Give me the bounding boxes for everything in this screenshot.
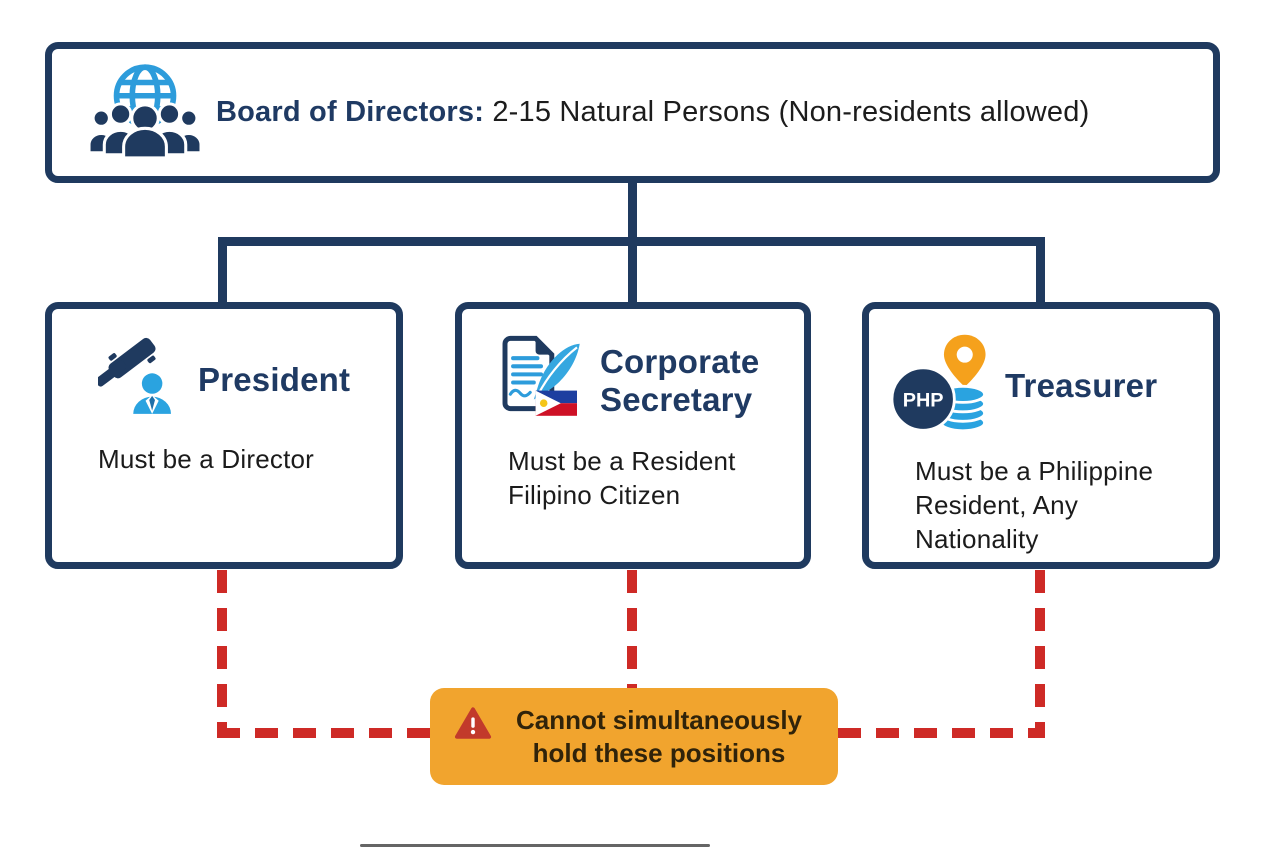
- warning-triangle-icon: [454, 706, 492, 746]
- gavel-person-icon: [95, 331, 180, 428]
- global-team-icon: [87, 59, 203, 166]
- president-card-header: President: [52, 331, 382, 428]
- secretary-card-header: Corporate Secretary: [462, 331, 790, 430]
- php-coin-location-pin-icon: PHP: [890, 331, 995, 440]
- board-title-rest: 2-15 Natural Persons (Non-residents allo…: [484, 96, 1090, 128]
- document-quill-philippine-flag-icon: [496, 331, 586, 430]
- treasurer-card-header: PHP Treasurer: [869, 331, 1199, 440]
- restriction-dash-center-vertical: [627, 570, 637, 688]
- treasurer-title: Treasurer: [1005, 366, 1158, 404]
- treasurer-card: PHP Treasurer Must be a Philippine Resid…: [862, 302, 1220, 569]
- connector-top-vertical: [628, 183, 637, 243]
- board-of-directors-box: Board of Directors: 2-15 Natural Persons…: [45, 42, 1220, 183]
- connector-right-drop: [1036, 244, 1045, 302]
- svg-text:PHP: PHP: [903, 390, 944, 412]
- treasurer-requirement: Must be a Philippine Resident, Any Natio…: [915, 456, 1154, 554]
- bottom-edge-artifact: [360, 844, 710, 847]
- connector-horizontal: [218, 237, 1045, 246]
- corporate-secretary-card: Corporate Secretary Must be a Resident F…: [455, 302, 811, 569]
- restriction-dash-right-vertical: [1035, 570, 1045, 738]
- warning-box: Cannot simultaneously hold these positio…: [430, 688, 838, 785]
- restriction-dash-left-vertical: [217, 570, 227, 738]
- president-title: President: [198, 360, 351, 398]
- board-title: Board of Directors: 2-15 Natural Persons…: [216, 96, 1089, 129]
- president-card: President Must be a Director: [45, 302, 403, 569]
- connector-left-drop: [218, 244, 227, 302]
- board-title-bold: Board of Directors:: [216, 96, 485, 128]
- warning-message: Cannot simultaneously hold these positio…: [515, 704, 803, 768]
- restriction-dash-right-horizontal: [838, 728, 1045, 738]
- secretary-title: Corporate Secretary: [600, 342, 760, 418]
- secretary-requirement: Must be a Resident Filipino Citizen: [508, 446, 736, 510]
- connector-center-drop: [628, 244, 637, 302]
- restriction-dash-left-horizontal: [217, 728, 430, 738]
- president-requirement: Must be a Director: [98, 444, 315, 474]
